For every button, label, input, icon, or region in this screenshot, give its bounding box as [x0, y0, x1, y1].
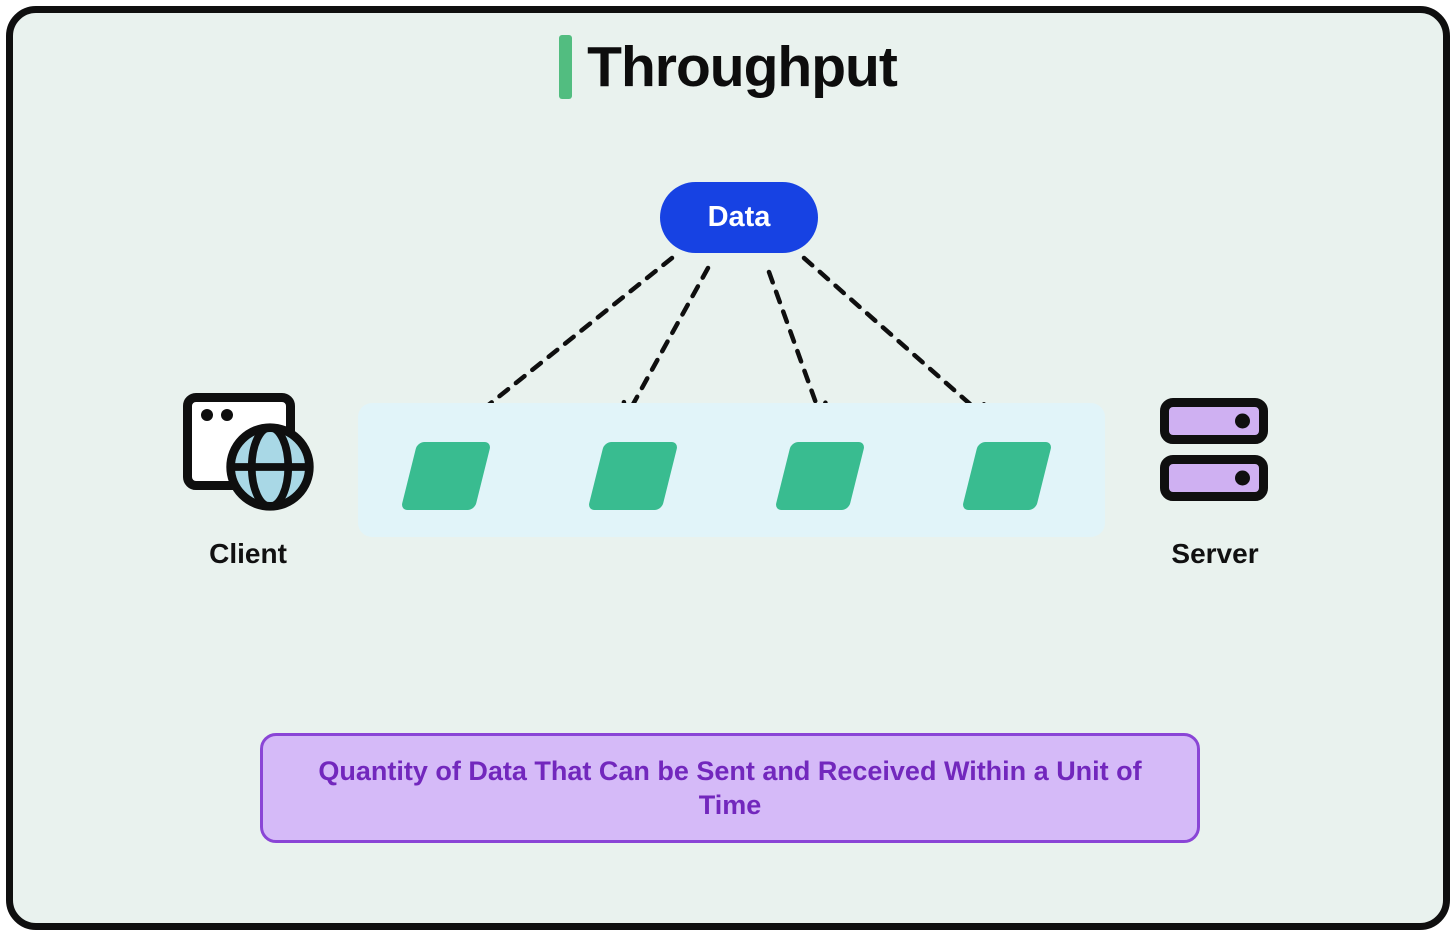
client-label: Client — [209, 538, 287, 569]
browser-dot-icon — [221, 409, 233, 421]
globe-icon — [226, 423, 314, 511]
arrow-data-to-packet-2 — [621, 265, 711, 421]
title-accent-bar — [559, 35, 573, 99]
definition-text: Quantity of Data That Can be Sent and Re… — [318, 756, 1142, 820]
data-packet — [961, 442, 1053, 510]
data-packet — [774, 442, 866, 510]
server-rack-icon — [1160, 455, 1268, 501]
server-rack-icon — [1160, 398, 1268, 444]
arrow-data-to-packet-1 — [462, 255, 675, 426]
page-title: Throughput — [0, 34, 1456, 100]
data-packet — [400, 442, 492, 510]
server-stack-icon — [1160, 398, 1268, 512]
data-node: Data — [660, 182, 818, 253]
data-node-label: Data — [707, 201, 771, 233]
arrow-data-to-packet-4 — [801, 255, 991, 422]
server-label: Server — [1171, 538, 1259, 569]
page-title-text: Throughput — [587, 35, 898, 99]
server-led-icon — [1235, 413, 1250, 429]
browser-dot-icon — [201, 409, 213, 421]
throughput-band — [358, 403, 1105, 537]
arrow-data-to-packet-3 — [766, 269, 828, 421]
data-packet — [587, 442, 679, 510]
server-led-icon — [1235, 470, 1250, 486]
definition-callout: Quantity of Data That Can be Sent and Re… — [260, 733, 1200, 843]
